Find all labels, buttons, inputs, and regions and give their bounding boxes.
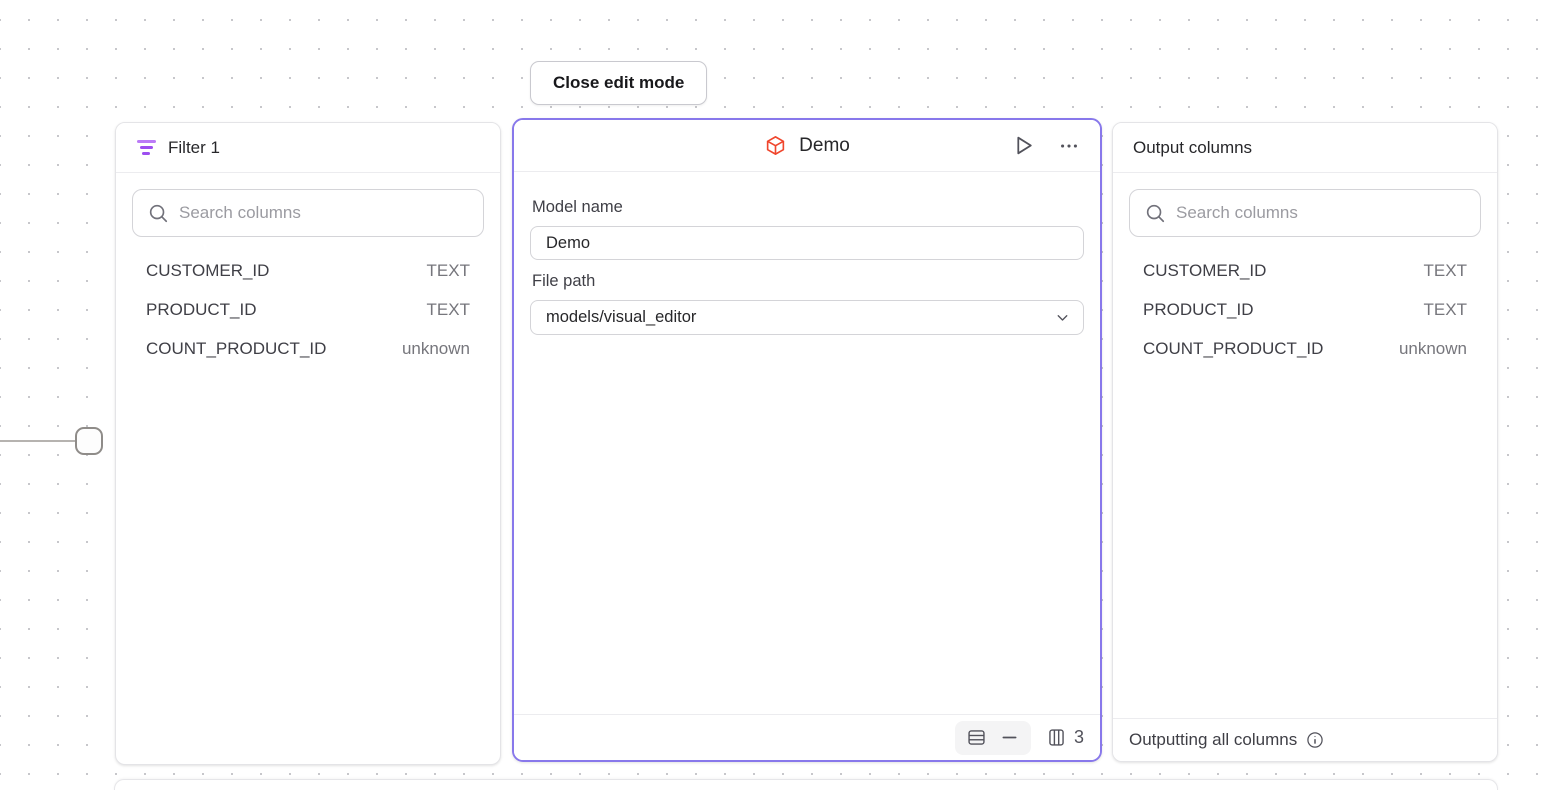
column-name: CUSTOMER_ID: [146, 260, 270, 280]
columns-icon: [1046, 727, 1067, 748]
preview-rows-toggle[interactable]: [954, 720, 1031, 755]
column-type: TEXT: [1423, 299, 1467, 319]
output-search-input[interactable]: [1176, 203, 1466, 223]
model-panel-title: Demo: [799, 134, 850, 156]
columns-count: 3: [1073, 727, 1084, 747]
filter-icon: [136, 138, 156, 158]
column-name: CUSTOMER_ID: [1143, 260, 1267, 280]
column-row[interactable]: COUNT_PRODUCT_ID unknown: [146, 329, 470, 368]
filter-column-list: CUSTOMER_ID TEXT PRODUCT_ID TEXT COUNT_P…: [132, 251, 484, 368]
column-name: COUNT_PRODUCT_ID: [146, 338, 327, 358]
run-model-button[interactable]: [1009, 131, 1038, 160]
rows-icon: [966, 727, 987, 748]
filter-panel-body: CUSTOMER_ID TEXT PRODUCT_ID TEXT COUNT_P…: [116, 173, 500, 764]
chevron-down-icon: [1054, 309, 1071, 326]
model-cube-icon: [764, 134, 787, 157]
column-row[interactable]: CUSTOMER_ID TEXT: [1143, 251, 1467, 290]
connector-edge: [0, 440, 77, 442]
output-panel-footer: Outputting all columns: [1113, 718, 1497, 761]
info-icon[interactable]: [1305, 730, 1325, 750]
filter-search-input[interactable]: [179, 203, 469, 223]
column-row[interactable]: CUSTOMER_ID TEXT: [146, 251, 470, 290]
minus-icon: [999, 727, 1020, 748]
column-type: TEXT: [426, 299, 470, 319]
column-row[interactable]: COUNT_PRODUCT_ID unknown: [1143, 329, 1467, 368]
close-edit-mode-button[interactable]: Close edit mode: [530, 61, 708, 105]
output-panel-header: Output columns: [1113, 123, 1497, 173]
model-title-group: Demo: [764, 134, 850, 157]
column-type: unknown: [401, 338, 470, 358]
model-panel-header: Demo: [514, 120, 1100, 172]
model-name-label: Model name: [532, 198, 623, 216]
model-panel-footer: 3: [514, 714, 1100, 760]
filter-panel-title: Filter 1: [168, 137, 220, 157]
column-type: TEXT: [426, 260, 470, 280]
file-path-label: File path: [532, 272, 596, 290]
search-icon: [1144, 202, 1166, 224]
column-type: TEXT: [1423, 260, 1467, 280]
output-columns-panel[interactable]: Output columns CUSTOMER_ID TEXT PRODUCT_…: [1112, 122, 1498, 762]
filter-node-panel[interactable]: Filter 1 CUSTOMER_ID TEXT PRODUCT_ID TEX: [115, 122, 501, 765]
results-panel-edge[interactable]: [114, 779, 1498, 790]
more-options-button[interactable]: [1056, 133, 1082, 159]
search-icon: [147, 202, 169, 224]
output-panel-body: CUSTOMER_ID TEXT PRODUCT_ID TEXT COUNT_P…: [1113, 173, 1497, 718]
connector-handle[interactable]: [75, 427, 103, 455]
column-name: PRODUCT_ID: [146, 299, 257, 319]
filter-search-box[interactable]: [132, 189, 484, 237]
column-name: COUNT_PRODUCT_ID: [1143, 338, 1324, 358]
model-panel-body: Model name File path models/visual_edito…: [514, 172, 1100, 714]
file-path-value: models/visual_editor: [546, 308, 697, 326]
output-column-list: CUSTOMER_ID TEXT PRODUCT_ID TEXT COUNT_P…: [1129, 251, 1481, 368]
output-search-box[interactable]: [1129, 189, 1481, 237]
column-row[interactable]: PRODUCT_ID TEXT: [146, 290, 470, 329]
model-header-actions: [1009, 120, 1082, 171]
filter-panel-header: Filter 1: [116, 123, 500, 173]
output-panel-title: Output columns: [1133, 137, 1253, 157]
columns-count-group[interactable]: 3: [1046, 727, 1084, 748]
output-footer-text: Outputting all columns: [1129, 730, 1298, 749]
column-row[interactable]: PRODUCT_ID TEXT: [1143, 290, 1467, 329]
model-name-input[interactable]: [530, 226, 1084, 260]
file-path-select[interactable]: models/visual_editor: [530, 300, 1084, 335]
column-name: PRODUCT_ID: [1143, 299, 1254, 319]
model-node-panel[interactable]: Demo Model name File path mod: [512, 118, 1102, 762]
column-type: unknown: [1398, 338, 1467, 358]
